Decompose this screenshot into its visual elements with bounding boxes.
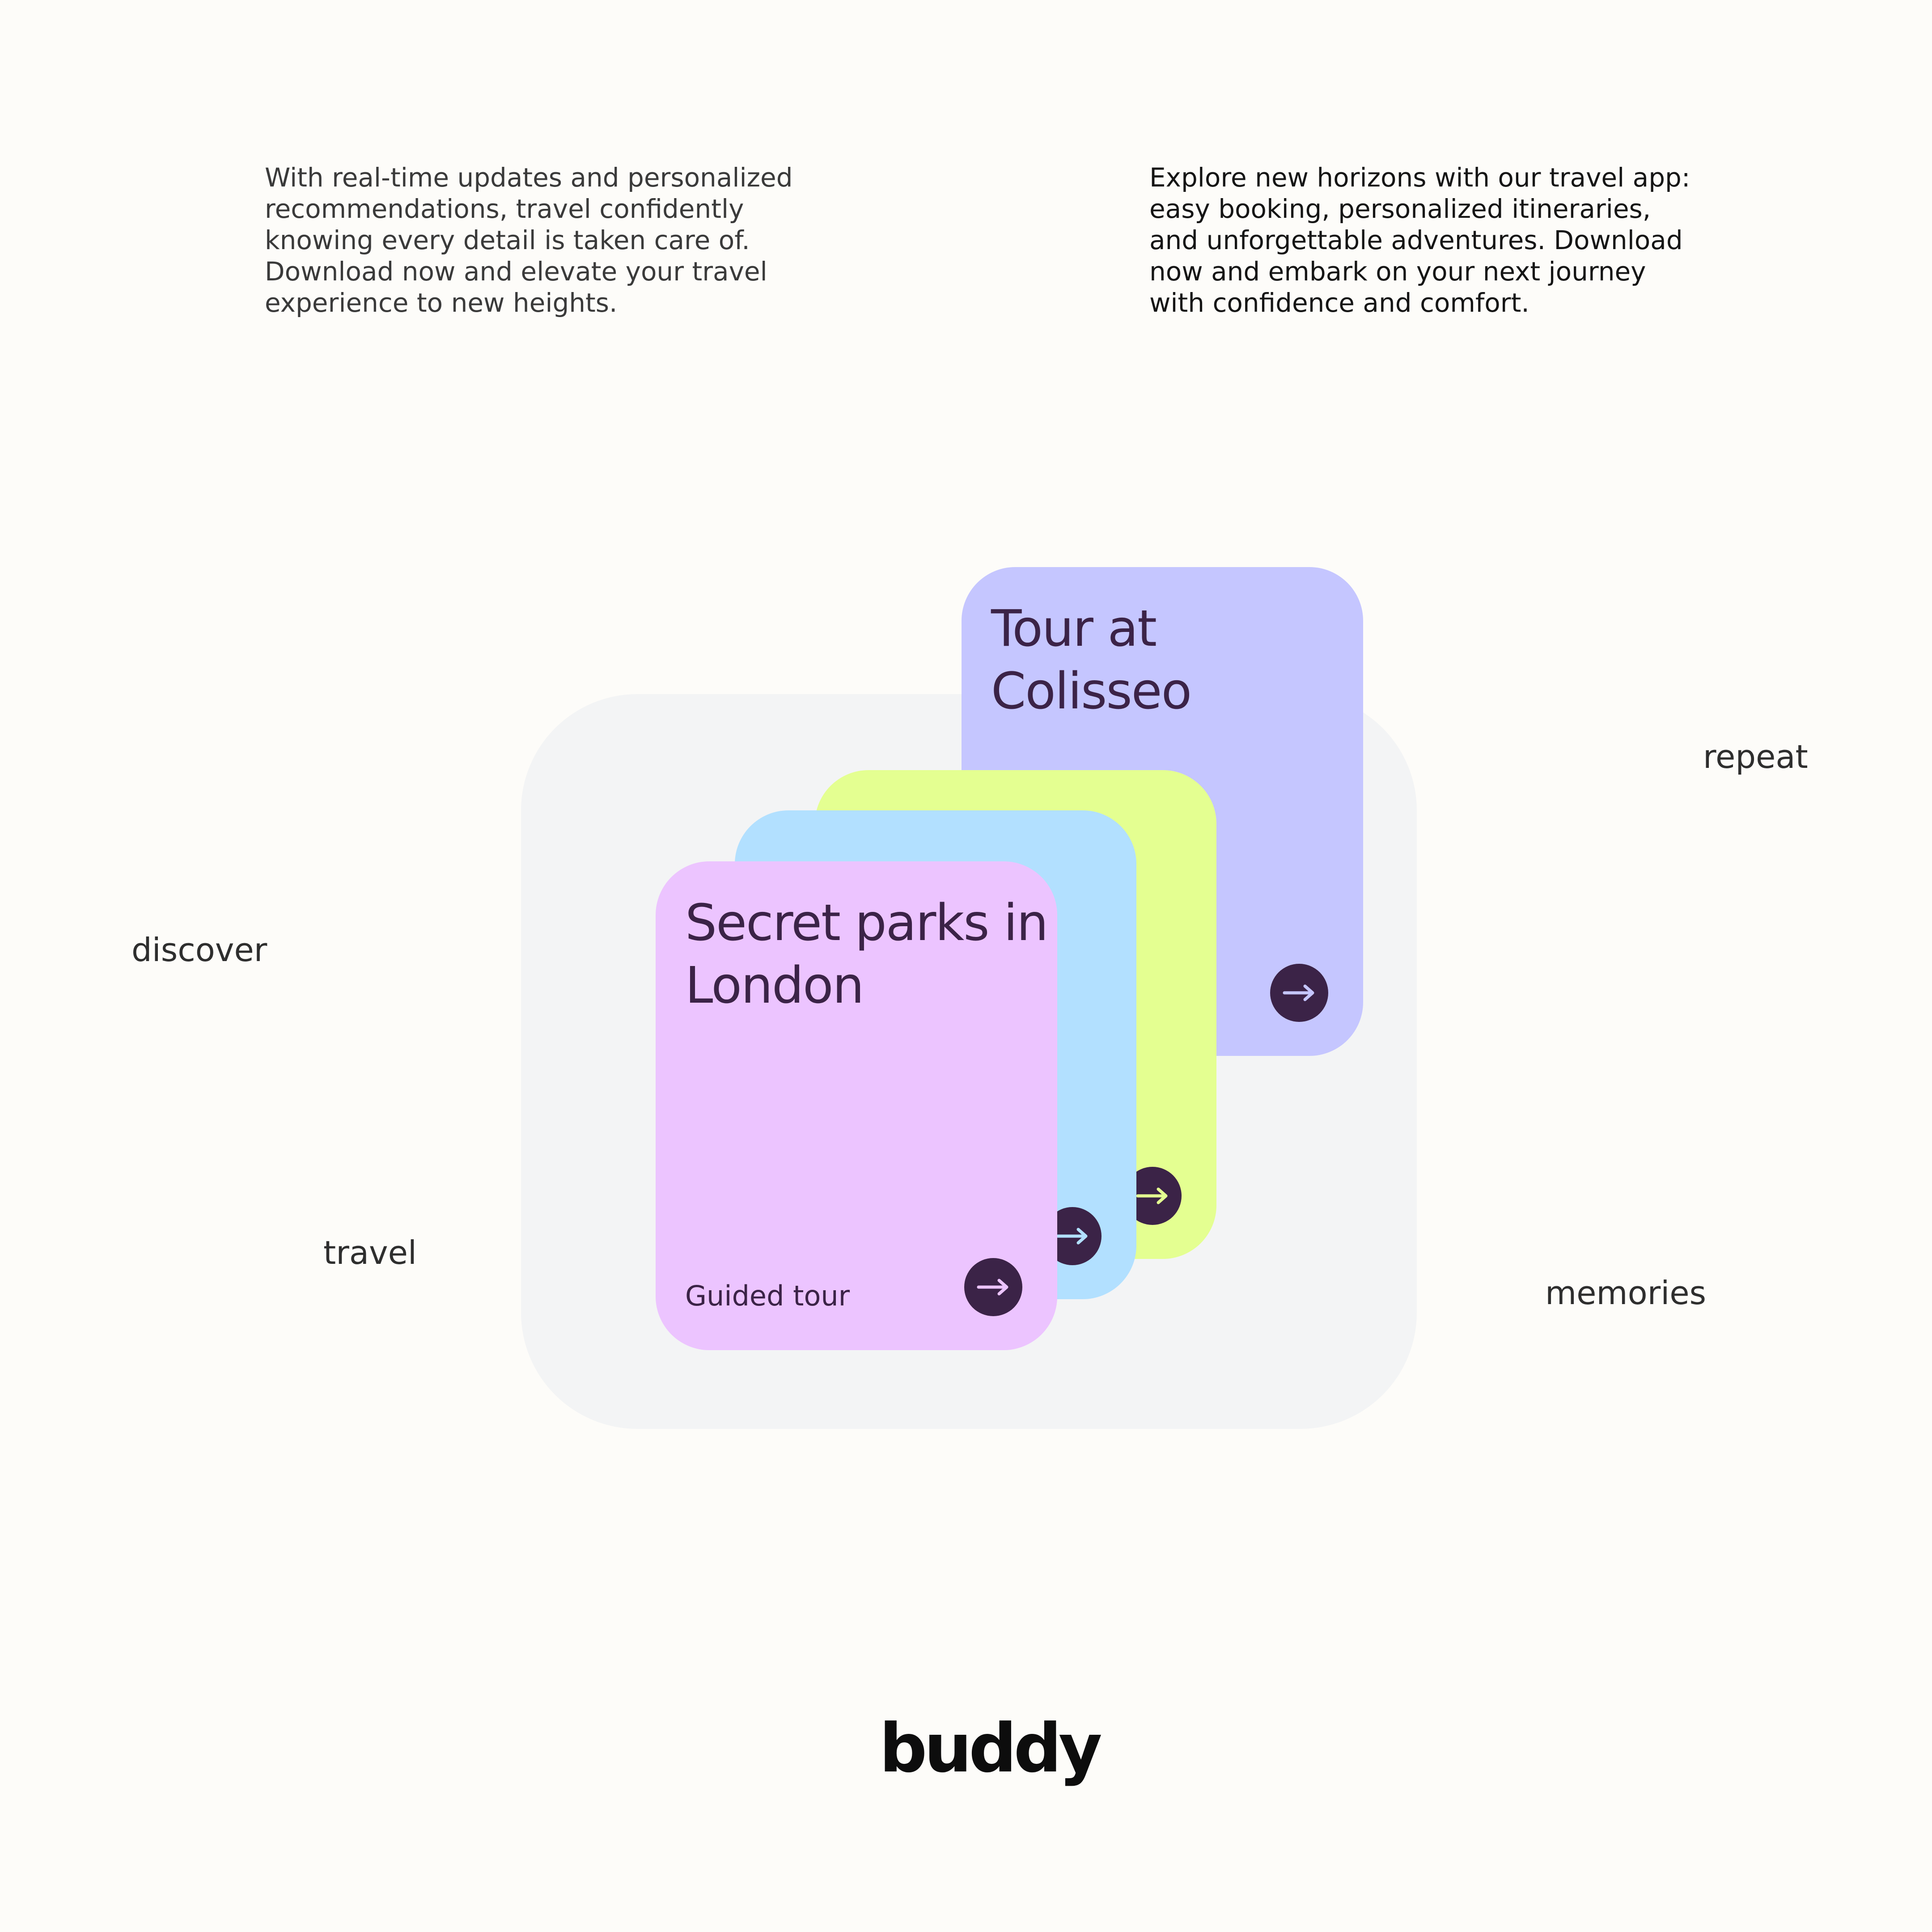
- card-title: Tour at Colisseo: [991, 597, 1192, 723]
- right-description-line: and unforgettable adventures. Download: [1149, 225, 1683, 255]
- arrow-right-icon: [1283, 984, 1314, 1001]
- right-description-line: now and embark on your next journey: [1149, 256, 1646, 287]
- word-repeat: repeat: [1703, 738, 1808, 775]
- card-title-line: London: [685, 957, 864, 1015]
- word-discover: discover: [131, 931, 267, 969]
- right-description-line: Explore new horizons with our travel app…: [1149, 162, 1690, 193]
- card-arrow-button[interactable]: [964, 1258, 1022, 1316]
- right-description: Explore new horizons with our travel app…: [1149, 162, 1690, 318]
- buddy-logo: buddy: [879, 1710, 1102, 1788]
- arrow-right-icon: [1136, 1187, 1168, 1204]
- left-description-line: With real-time updates and personalized: [265, 162, 793, 193]
- left-description-line: recommendations, travel confidently: [265, 194, 744, 224]
- left-description-line: experience to new heights.: [265, 288, 618, 318]
- left-description-line: Download now and elevate your travel: [265, 256, 767, 287]
- word-travel: travel: [323, 1234, 417, 1271]
- card-title-line: Colisseo: [991, 662, 1192, 720]
- right-description-line: with confidence and comfort.: [1149, 288, 1530, 318]
- word-memories: memories: [1545, 1274, 1707, 1312]
- card-subtitle: Guided tour: [685, 1280, 850, 1312]
- card-secret-parks-london[interactable]: Secret parks in London Guided tour: [656, 861, 1057, 1350]
- right-description-line: easy booking, personalized itineraries,: [1149, 194, 1651, 224]
- arrow-right-icon: [1056, 1228, 1088, 1245]
- card-title-line: Tour at: [991, 600, 1157, 658]
- arrow-right-icon: [977, 1279, 1008, 1296]
- left-description: With real-time updates and personalized …: [265, 162, 793, 318]
- card-title: Secret parks in London: [685, 892, 1048, 1017]
- left-description-line: knowing every detail is taken care of.: [265, 225, 750, 255]
- card-title-line: Secret parks in: [685, 894, 1048, 952]
- card-arrow-button[interactable]: [1270, 964, 1328, 1022]
